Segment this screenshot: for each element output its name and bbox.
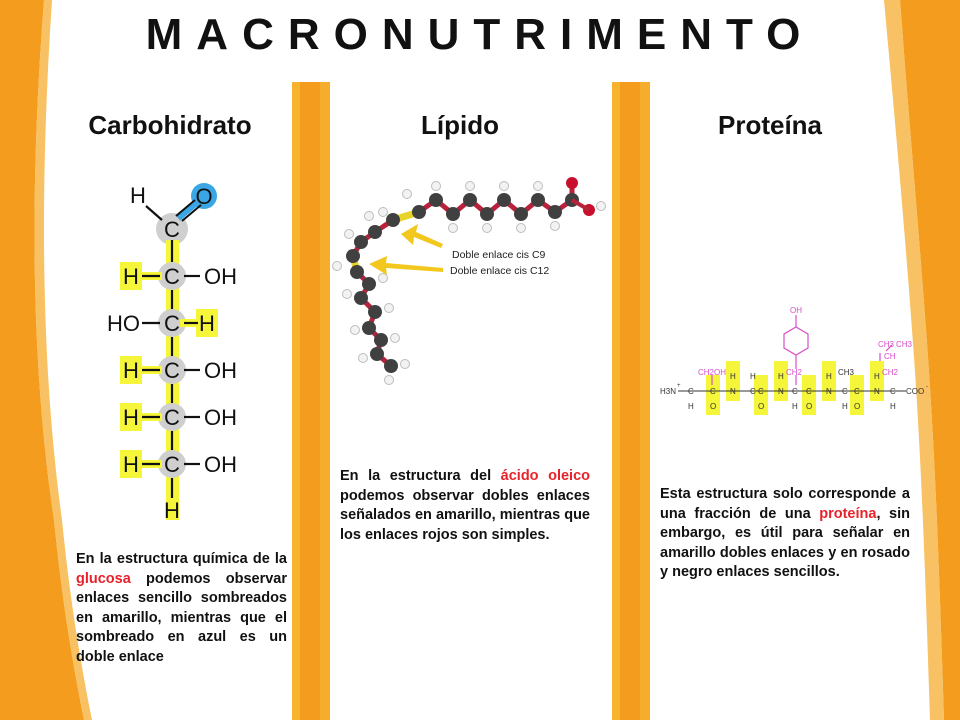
peptide-structure: H3N + C H C O N H C H C O N H C H C O N … xyxy=(660,306,928,415)
glucose-row1-c: C xyxy=(164,264,180,289)
peptide-ch2oh: CH2OH xyxy=(698,368,726,377)
peptide-c5: C xyxy=(792,387,798,396)
peptide-h3: H xyxy=(792,402,798,411)
peptide-n1: N xyxy=(730,387,736,396)
peptide-ch3-leu: CH3 xyxy=(878,340,895,349)
highlight-proteina: proteína xyxy=(819,505,877,522)
peptide-o2: O xyxy=(758,402,764,411)
peptide-c9: C xyxy=(890,387,896,396)
peptide-ch2-tyr: CH2 xyxy=(786,368,803,377)
peptide-c8: C xyxy=(854,387,860,396)
peptide-ch3: CH3 xyxy=(838,368,855,377)
peptide-minus: - xyxy=(926,384,928,390)
peptide-ch2-leu: CH2 xyxy=(882,368,899,377)
glucose-bottom-h: H xyxy=(164,498,180,523)
peptide-hn1: H xyxy=(730,372,736,381)
highlight-acido-oleico: ácido oleico xyxy=(500,468,590,484)
glucose-row5-left: H xyxy=(123,452,139,477)
glucose-row3-right: OH xyxy=(204,358,237,383)
glucose-row2-c: C xyxy=(164,311,180,336)
peptide-ch-leu: CH xyxy=(884,352,896,361)
glucose-row2-left: HO xyxy=(107,311,140,336)
annotation-c9: Doble enlace cis C9 xyxy=(452,249,546,261)
column-divider-left xyxy=(292,82,330,720)
peptide-c7: C xyxy=(842,387,848,396)
glucose-row3-c: C xyxy=(164,358,180,383)
glucose-row4-left: H xyxy=(123,405,139,430)
peptide-hn4: H xyxy=(874,372,880,381)
peptide-ch3-leu2: CH3 xyxy=(896,340,913,349)
paragraph-carbohidrato: En la estructura química de la glucosa p… xyxy=(76,551,287,665)
paragraph-proteina: Esta estructura solo corresponde a una f… xyxy=(660,486,911,580)
paragraph-lipido: En la estructura del ácido oleico podemo… xyxy=(340,468,590,543)
peptide-n3: N xyxy=(826,387,832,396)
aldehyde-c: C xyxy=(164,217,180,242)
peptide-o4: O xyxy=(854,402,860,411)
glucose-row4-right: OH xyxy=(204,405,237,430)
glucose-row1-right: OH xyxy=(204,264,237,289)
peptide-h5: H xyxy=(890,402,896,411)
peptide-coo: COO xyxy=(906,387,924,396)
peptide-c4: C xyxy=(758,387,764,396)
peptide-o3: O xyxy=(806,402,812,411)
peptide-h4: H xyxy=(842,402,848,411)
page-title: MACRONUTRIMENTO xyxy=(145,10,815,59)
heading-lipido: Lípido xyxy=(421,110,499,140)
glucose-row5-right: OH xyxy=(204,452,237,477)
oleic-acid-model: Doble enlace cis C9 Doble enlace cis C12 xyxy=(332,177,606,385)
peptide-c3: C xyxy=(750,387,756,396)
glucose-row2-right: H xyxy=(199,311,215,336)
heading-carbohidrato: Carbohidrato xyxy=(88,110,252,140)
peptide-c1: C xyxy=(688,387,694,396)
peptide-h3n: H3N xyxy=(660,387,676,396)
glucose-row1-left: H xyxy=(123,264,139,289)
heading-proteina: Proteína xyxy=(717,110,823,140)
aldehyde-o: O xyxy=(195,184,212,209)
peptide-hn3: H xyxy=(826,372,832,381)
peptide-h2: H xyxy=(750,372,756,381)
annotation-c12: Doble enlace cis C12 xyxy=(450,265,549,277)
peptide-c6: C xyxy=(806,387,812,396)
peptide-o1: O xyxy=(710,402,716,411)
peptide-c2: C xyxy=(710,387,716,396)
glucose-structure: H C O H C OH HO C H H C OH xyxy=(107,183,237,523)
aldehyde-h: H xyxy=(130,183,146,208)
peptide-hn2: H xyxy=(778,372,784,381)
peptide-n4: N xyxy=(874,387,880,396)
glucose-row5-c: C xyxy=(164,452,180,477)
peptide-n2: N xyxy=(778,387,784,396)
glucose-row4-c: C xyxy=(164,405,180,430)
peptide-oh: OH xyxy=(790,306,802,315)
glucose-row3-left: H xyxy=(123,358,139,383)
highlight-glucosa: glucosa xyxy=(76,570,131,587)
column-divider-right xyxy=(612,82,650,720)
peptide-h1: H xyxy=(688,402,694,411)
peptide-plus: + xyxy=(677,383,681,389)
